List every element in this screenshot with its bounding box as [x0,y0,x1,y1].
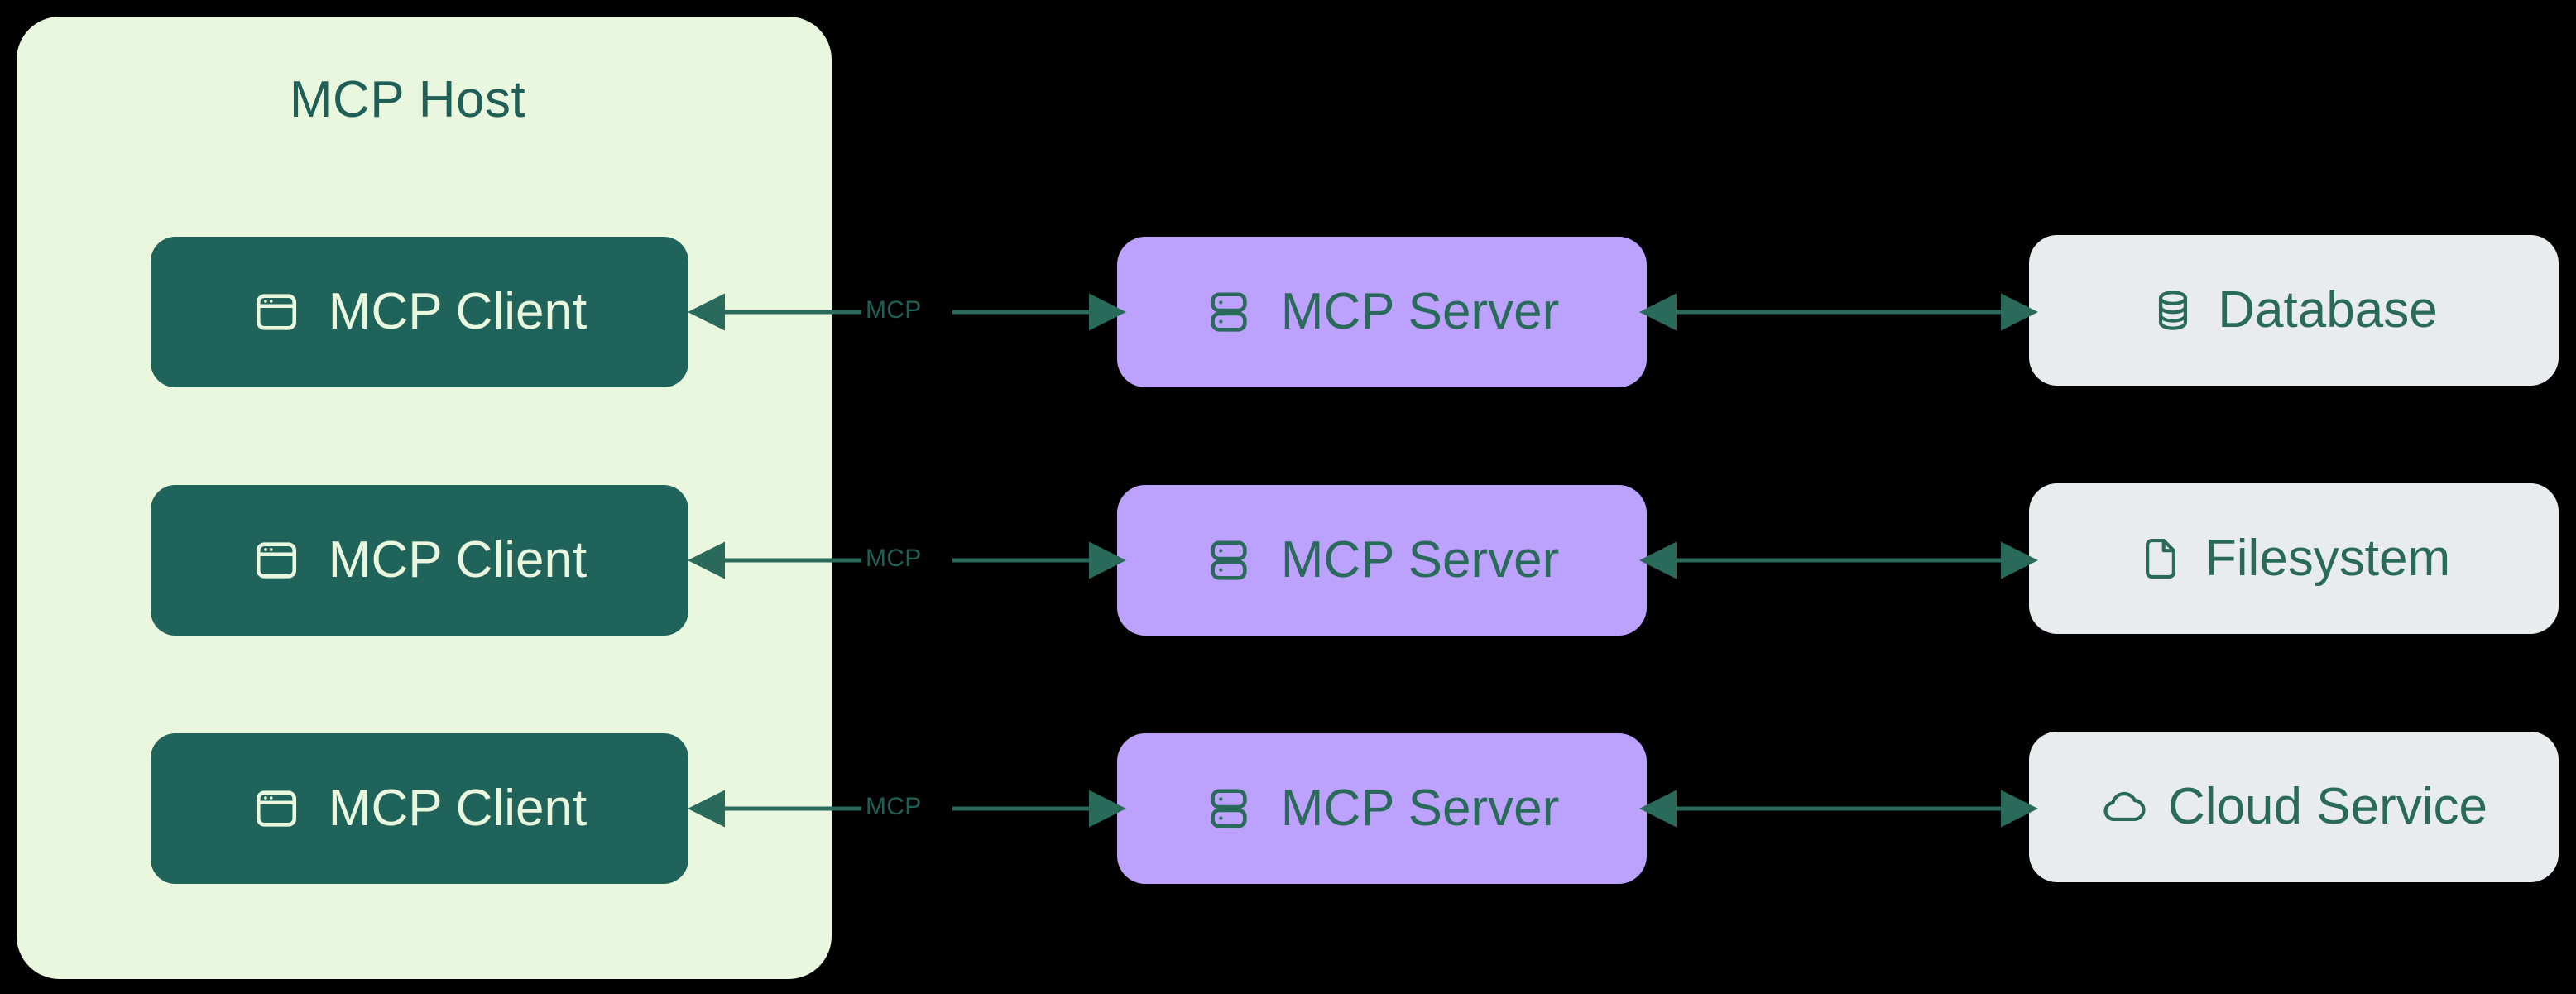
mcp-server-node-1[interactable]: MCP Server [1117,237,1647,387]
resource-node-filesystem[interactable]: Filesystem [2029,483,2559,634]
cloud-icon [2100,784,2147,830]
file-document-icon [2137,535,2184,582]
resource-label: Filesystem [2204,530,2451,587]
mcp-server-node-3[interactable]: MCP Server [1117,733,1647,884]
resource-label: Cloud Service [2168,778,2487,835]
app-window-icon [252,288,300,336]
server-rack-icon [1205,785,1253,833]
mcp-server-label: MCP Server [1280,780,1560,837]
resource-label: Database [2218,281,2438,339]
mcp-server-label: MCP Server [1280,283,1560,340]
edge-server-resource-2 [1639,541,2039,579]
resource-node-database[interactable]: Database [2029,235,2559,386]
resource-node-cloud-service[interactable]: Cloud Service [2029,732,2559,882]
mcp-client-label: MCP Client [328,531,588,588]
app-window-icon [252,536,300,584]
server-rack-icon [1205,536,1253,584]
mcp-host-title: MCP Host [289,71,526,128]
edge-label-mcp-1: MCP [866,296,922,324]
mcp-client-label: MCP Client [328,780,588,837]
mcp-client-node-2[interactable]: MCP Client [151,485,688,636]
mcp-client-node-3[interactable]: MCP Client [151,733,688,884]
database-icon [2150,287,2196,334]
mcp-server-label: MCP Server [1280,531,1560,588]
edge-label-mcp-2: MCP [866,545,922,572]
edge-label-mcp-3: MCP [866,793,922,820]
edge-client-server-3 [688,790,1127,828]
edge-client-server-1 [688,293,1127,331]
edge-client-server-2 [688,541,1127,579]
edge-server-resource-3 [1639,790,2039,828]
mcp-server-node-2[interactable]: MCP Server [1117,485,1647,636]
mcp-client-node-1[interactable]: MCP Client [151,237,688,387]
edge-server-resource-1 [1639,293,2039,331]
app-window-icon [252,785,300,833]
mcp-client-label: MCP Client [328,283,588,340]
server-rack-icon [1205,288,1253,336]
